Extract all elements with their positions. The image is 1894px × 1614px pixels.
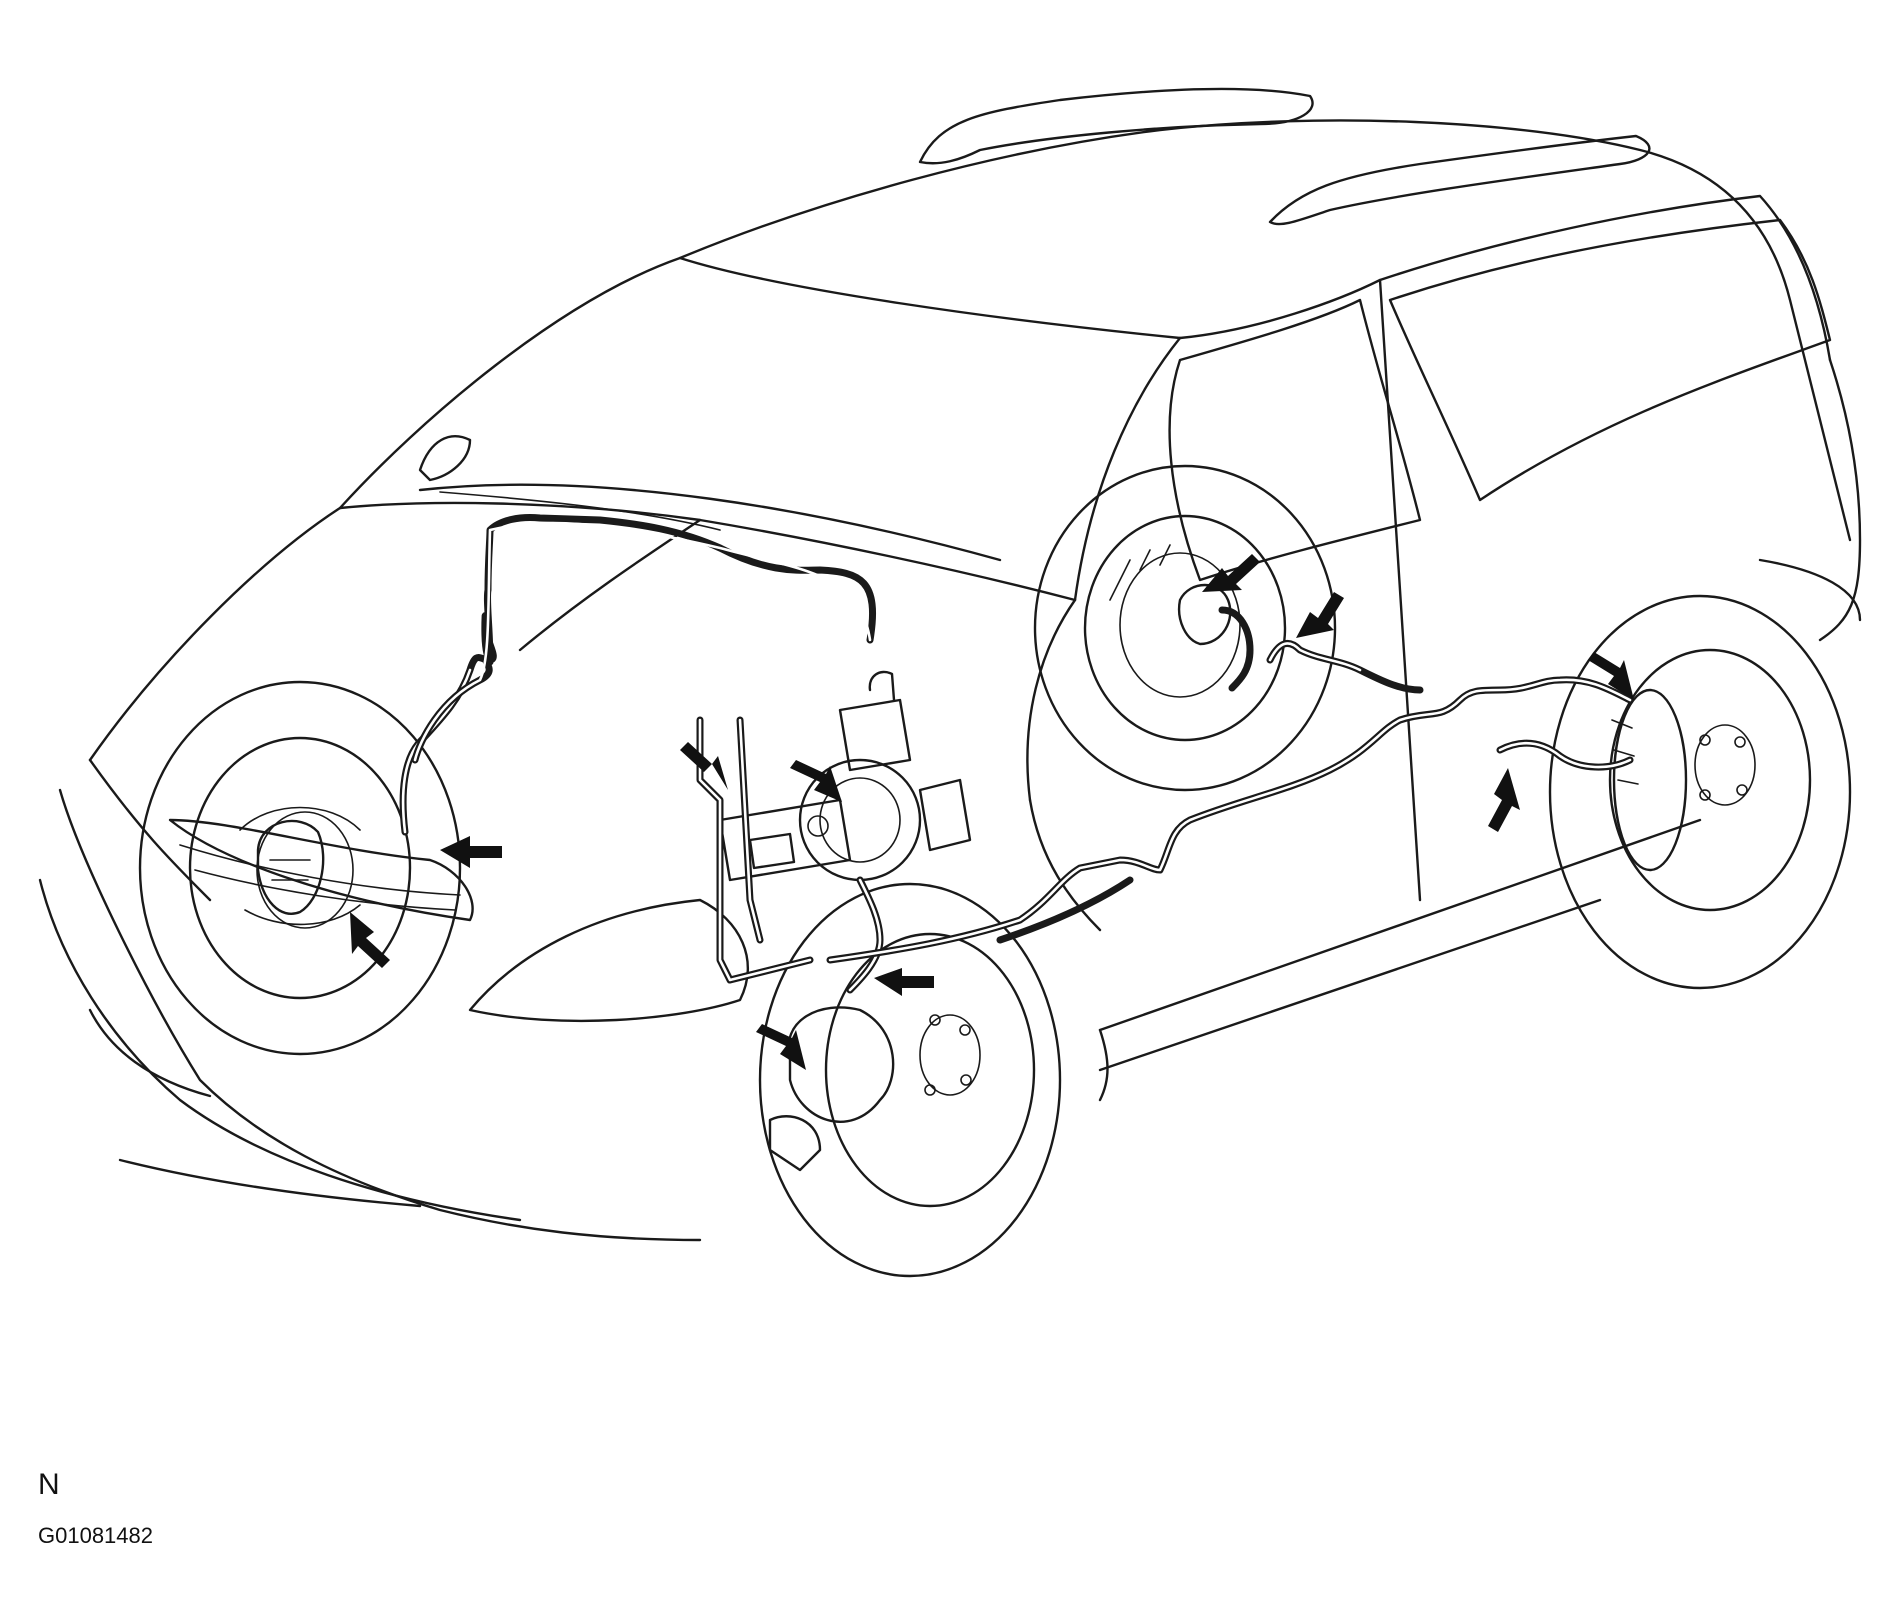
- callout-arrow-rear-right-drum: [1588, 652, 1634, 700]
- callout-arrow-rear-left-drum: [1202, 554, 1260, 592]
- callout-arrows: [350, 554, 1634, 1070]
- front-left-wheel: [138, 680, 462, 1056]
- callout-arrow-rear-right-hose: [1488, 768, 1520, 832]
- rear-right-wheel: [1548, 594, 1852, 990]
- callout-arrow-rear-left-hose: [1296, 592, 1344, 638]
- rear-left-drum-brake: [1177, 583, 1232, 646]
- front-right-caliper: [768, 1006, 895, 1172]
- master-cylinder-assembly: [718, 670, 972, 882]
- front-left-caliper: [256, 819, 325, 915]
- view-marker-label: N: [38, 1468, 60, 1501]
- callout-arrow-front-right-hose: [874, 968, 934, 996]
- callout-arrow-front-right-caliper: [756, 1024, 806, 1070]
- callout-arrow-master-cylinder-right: [790, 760, 842, 802]
- rear-left-wheel: [1033, 464, 1337, 792]
- front-right-wheel: [758, 882, 1062, 1278]
- callout-arrow-front-left-hose: [440, 836, 502, 868]
- vehicle-body-outline: [38, 87, 1862, 1242]
- brake-lines: [399, 514, 1634, 994]
- callout-arrow-front-left-caliper: [350, 912, 390, 968]
- rear-right-drum-brake: [1612, 688, 1688, 872]
- callout-arrow-master-cylinder-left: [680, 742, 728, 790]
- figure-code-label: G01081482: [38, 1523, 153, 1548]
